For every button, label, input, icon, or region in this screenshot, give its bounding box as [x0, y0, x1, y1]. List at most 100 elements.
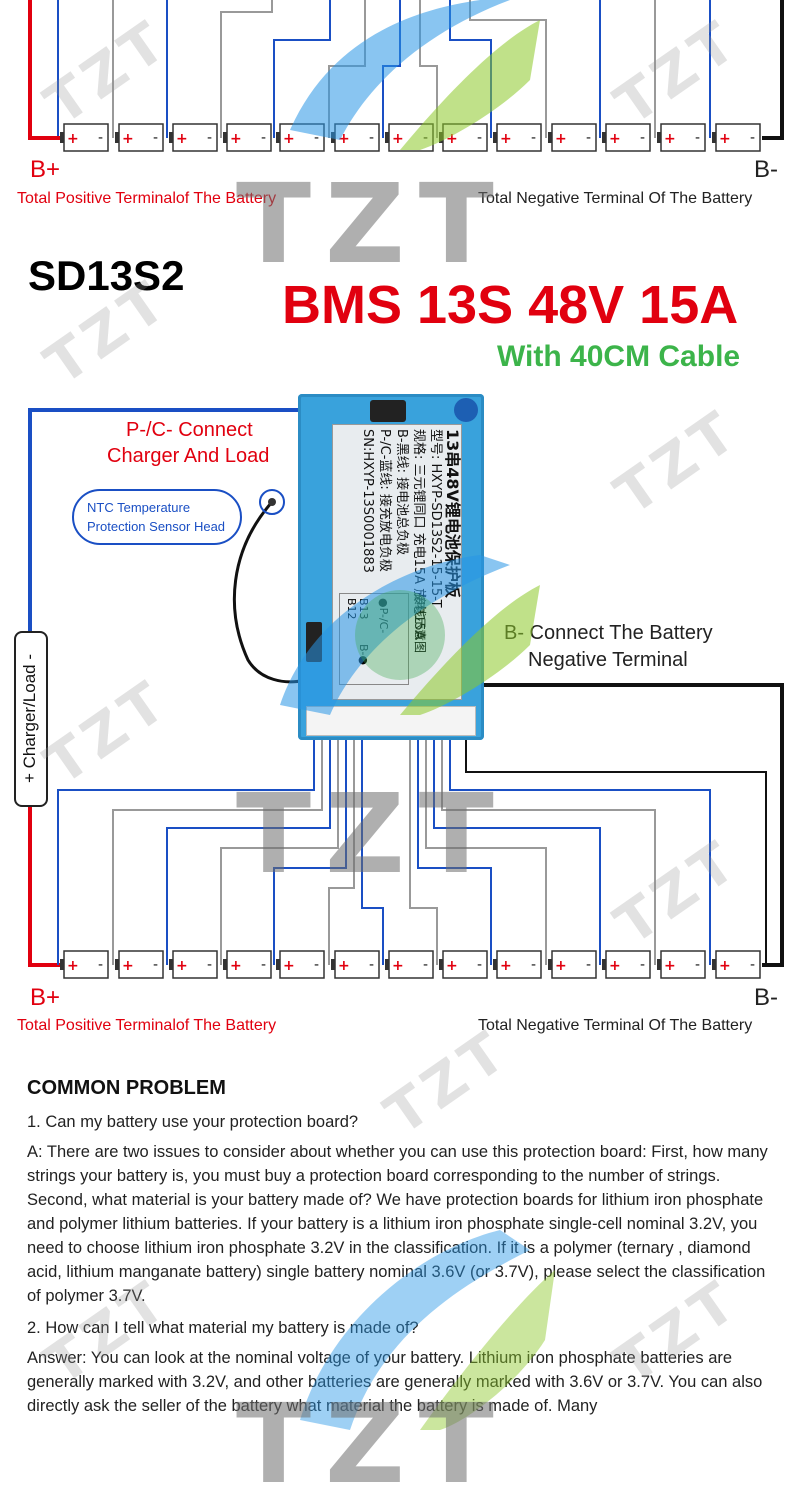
board-switch: [370, 400, 406, 422]
main-battery-cell: +-: [548, 950, 597, 979]
cell-plus-symbol: +: [338, 958, 350, 974]
board-wiring-diagram-box: ●P-/C- B13 B12 B-●: [339, 593, 409, 685]
cell-minus-symbol: -: [98, 957, 103, 973]
cell-minus-symbol: -: [477, 130, 482, 146]
top-battery-cell: +-: [657, 123, 706, 152]
cell-minus-symbol: -: [750, 130, 755, 146]
main-battery-cell: +-: [169, 950, 218, 979]
cell-plus-symbol: +: [122, 131, 134, 147]
cell-plus-symbol: +: [338, 131, 350, 147]
cell-minus-symbol: -: [314, 130, 319, 146]
main-battery-cell: +-: [115, 950, 164, 979]
cell-plus-symbol: +: [664, 131, 676, 147]
cell-plus-symbol: +: [392, 958, 404, 974]
cell-minus-symbol: -: [477, 957, 482, 973]
main-battery-cell: +-: [60, 950, 109, 979]
cell-plus-symbol: +: [230, 958, 242, 974]
cell-plus-symbol: +: [609, 958, 621, 974]
faq-section: COMMON PROBLEM 1. Can my battery use you…: [27, 1076, 777, 1418]
cell-plus-symbol: +: [67, 958, 79, 974]
top-bminus-label: B-: [754, 156, 778, 183]
main-battery-cell: +-: [331, 950, 380, 979]
cell-minus-symbol: -: [153, 130, 158, 146]
cell-plus-symbol: +: [283, 131, 295, 147]
top-battery-cell: +-: [602, 123, 651, 152]
ntc-callout: NTC Temperature Protection Sensor Head: [72, 489, 242, 545]
top-battery-cell: +-: [493, 123, 542, 152]
top-battery-cell: +-: [385, 123, 434, 152]
top-battery-cell: +-: [223, 123, 272, 152]
cell-plus-symbol: +: [122, 958, 134, 974]
main-negative-terminal-label: Total Negative Terminal Of The Battery: [478, 1017, 753, 1034]
cell-minus-symbol: -: [207, 957, 212, 973]
top-battery-cell: +-: [276, 123, 325, 152]
cell-plus-symbol: +: [555, 958, 567, 974]
board-spec-label: 13串48V锂电池保护板 型号: HXYP-SD13S2-15-15-T 规格:…: [332, 424, 462, 700]
main-battery-cell: +-: [223, 950, 272, 979]
cell-plus-symbol: +: [176, 131, 188, 147]
cell-minus-symbol: -: [261, 957, 266, 973]
main-battery-cell: +-: [712, 950, 761, 979]
cell-minus-symbol: -: [423, 957, 428, 973]
top-negative-terminal-label: Total Negative Terminal Of The Battery: [478, 190, 753, 207]
cell-minus-symbol: -: [695, 957, 700, 973]
cell-plus-symbol: +: [500, 958, 512, 974]
main-battery-cell: +-: [493, 950, 542, 979]
cell-minus-symbol: -: [750, 957, 755, 973]
cell-minus-symbol: -: [261, 130, 266, 146]
product-title: BMS 13S 48V 15A: [282, 275, 739, 335]
top-bplus-label: B+: [30, 156, 61, 183]
cell-minus-symbol: -: [369, 130, 374, 146]
main-bplus-label: B+: [30, 984, 61, 1011]
cell-minus-symbol: -: [695, 130, 700, 146]
cell-plus-symbol: +: [392, 131, 404, 147]
cell-plus-symbol: +: [664, 958, 676, 974]
model-code: SD13S2: [28, 252, 185, 299]
board-wiring-caption: 接线示意图: [413, 593, 427, 654]
cell-plus-symbol: +: [609, 131, 621, 147]
cell-plus-symbol: +: [446, 958, 458, 974]
cell-plus-symbol: +: [719, 958, 731, 974]
faq-question-2: 2. How can I tell what material my batte…: [27, 1319, 419, 1337]
b-connect-label: B- Connect The Battery: [504, 622, 713, 644]
faq-heading: COMMON PROBLEM: [27, 1077, 226, 1099]
top-positive-terminal-label: Total Positive Terminalof The Battery: [17, 190, 277, 207]
top-battery-cell: +-: [331, 123, 380, 152]
top-battery-cell: +-: [712, 123, 761, 152]
charger-load-text: + Charger/Load -: [20, 654, 39, 783]
cell-minus-symbol: -: [640, 130, 645, 146]
cell-plus-symbol: +: [283, 958, 295, 974]
cell-plus-symbol: +: [67, 131, 79, 147]
cell-minus-symbol: -: [531, 957, 536, 973]
balance-connector: [306, 706, 476, 736]
cell-plus-symbol: +: [230, 131, 242, 147]
cell-plus-symbol: +: [500, 131, 512, 147]
top-battery-cell: +-: [60, 123, 109, 152]
cell-minus-symbol: -: [98, 130, 103, 146]
cell-minus-symbol: -: [586, 130, 591, 146]
main-battery-cell: +-: [439, 950, 488, 979]
cell-minus-symbol: -: [314, 957, 319, 973]
cell-minus-symbol: -: [586, 957, 591, 973]
charger-load-label: Charger And Load: [107, 445, 270, 467]
main-battery-cell: +-: [657, 950, 706, 979]
cell-minus-symbol: -: [640, 957, 645, 973]
cell-minus-symbol: -: [423, 130, 428, 146]
cable-length-note: With 40CM Cable: [497, 340, 741, 373]
bms-board: 13串48V锂电池保护板 型号: HXYP-SD13S2-15-15-T 规格:…: [298, 394, 484, 740]
faq-answer-1: A: There are two issues to consider abou…: [27, 1143, 768, 1305]
cell-minus-symbol: -: [531, 130, 536, 146]
cell-minus-symbol: -: [207, 130, 212, 146]
main-battery-cell: +-: [276, 950, 325, 979]
cell-plus-symbol: +: [719, 131, 731, 147]
top-battery-cell: +-: [548, 123, 597, 152]
cell-plus-symbol: +: [446, 131, 458, 147]
charger-load-pill: + Charger/Load -: [14, 631, 48, 807]
cell-plus-symbol: +: [555, 131, 567, 147]
cell-plus-symbol: +: [176, 958, 188, 974]
main-positive-terminal-label: Total Positive Terminalof The Battery: [17, 1017, 277, 1034]
board-ntc-plug: [306, 622, 322, 662]
b-negative-terminal-label: Negative Terminal: [528, 649, 688, 671]
pc-connect-label: P-/C- Connect: [126, 419, 253, 441]
board-mount-screw: [454, 398, 478, 422]
